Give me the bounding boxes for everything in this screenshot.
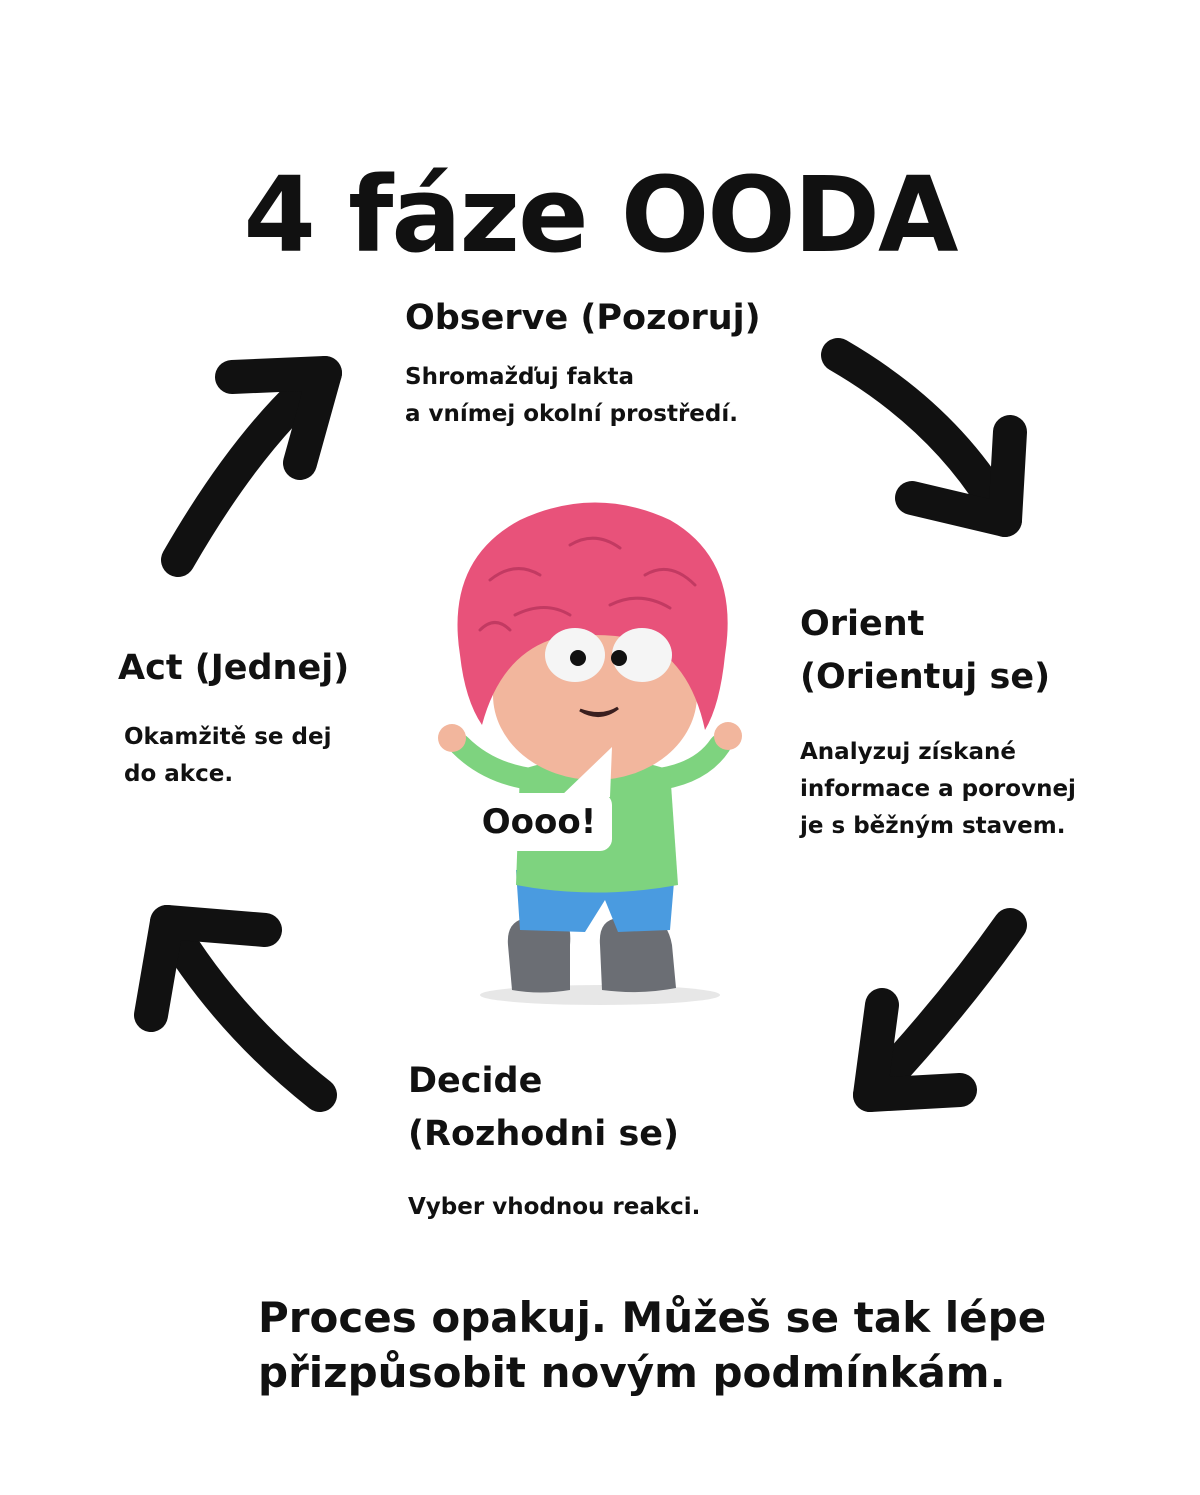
footer-line: přizpůsobit novým podmínkám.	[258, 1348, 1006, 1397]
phase-decide-title-line: (Rozhodni se)	[408, 1114, 680, 1154]
phase-observe-desc-line: a vnímej okolní prostředí.	[405, 401, 738, 427]
phase-orient-title-line: Orient	[800, 604, 925, 644]
arrow-act-to-observe-icon	[161, 356, 342, 577]
phase-orient-desc: Analyzuj získané informace a porovnej je…	[800, 734, 1190, 845]
phase-decide-title-line: Decide	[408, 1061, 543, 1101]
arrow-orient-to-decide-icon	[853, 908, 1027, 1112]
footer-line: Proces opakuj. Můžeš se tak lépe	[258, 1293, 1047, 1342]
phase-act: Act (Jednej) Okamžitě se dej do akce.	[118, 642, 418, 793]
speech-bubble: Oooo!	[466, 793, 612, 851]
speech-bubble-tail-icon	[560, 747, 612, 797]
phase-observe-title: Observe (Pozoruj)	[405, 298, 761, 338]
speech-bubble-text: Oooo!	[481, 802, 597, 842]
phase-orient-desc-line: informace a porovnej	[800, 776, 1076, 802]
phase-act-title: Act (Jednej)	[118, 648, 350, 688]
phase-act-desc-line: do akce.	[124, 761, 234, 787]
phase-decide: Decide (Rozhodni se) Vyber vhodnou reakc…	[408, 1055, 828, 1226]
phase-observe-desc: Shromažďuj fakta a vnímej okolní prostře…	[405, 359, 825, 433]
footer-text: Proces opakuj. Můžeš se tak lépe přizpůs…	[258, 1290, 1158, 1400]
phase-observe: Observe (Pozoruj) Shromažďuj fakta a vní…	[405, 292, 825, 433]
phase-orient-desc-line: Analyzuj získané	[800, 739, 1016, 765]
phase-act-desc: Okamžitě se dej do akce.	[124, 719, 418, 793]
arrow-decide-to-act-icon	[134, 905, 337, 1112]
phase-decide-desc: Vyber vhodnou reakci.	[408, 1194, 701, 1220]
arrow-observe-to-orient-icon	[821, 338, 1027, 537]
phase-decide-title: Decide (Rozhodni se)	[408, 1055, 828, 1161]
phase-observe-desc-line: Shromažďuj fakta	[405, 364, 635, 390]
phase-act-desc-line: Okamžitě se dej	[124, 724, 332, 750]
phase-orient-title: Orient (Orientuj se)	[800, 598, 1190, 704]
phase-orient: Orient (Orientuj se) Analyzuj získané in…	[800, 598, 1190, 845]
phase-orient-title-line: (Orientuj se)	[800, 657, 1051, 697]
phase-orient-desc-line: je s běžným stavem.	[800, 813, 1066, 839]
brain-character-illustration	[438, 502, 742, 1005]
page-title: 4 fáze OODA	[243, 153, 959, 276]
